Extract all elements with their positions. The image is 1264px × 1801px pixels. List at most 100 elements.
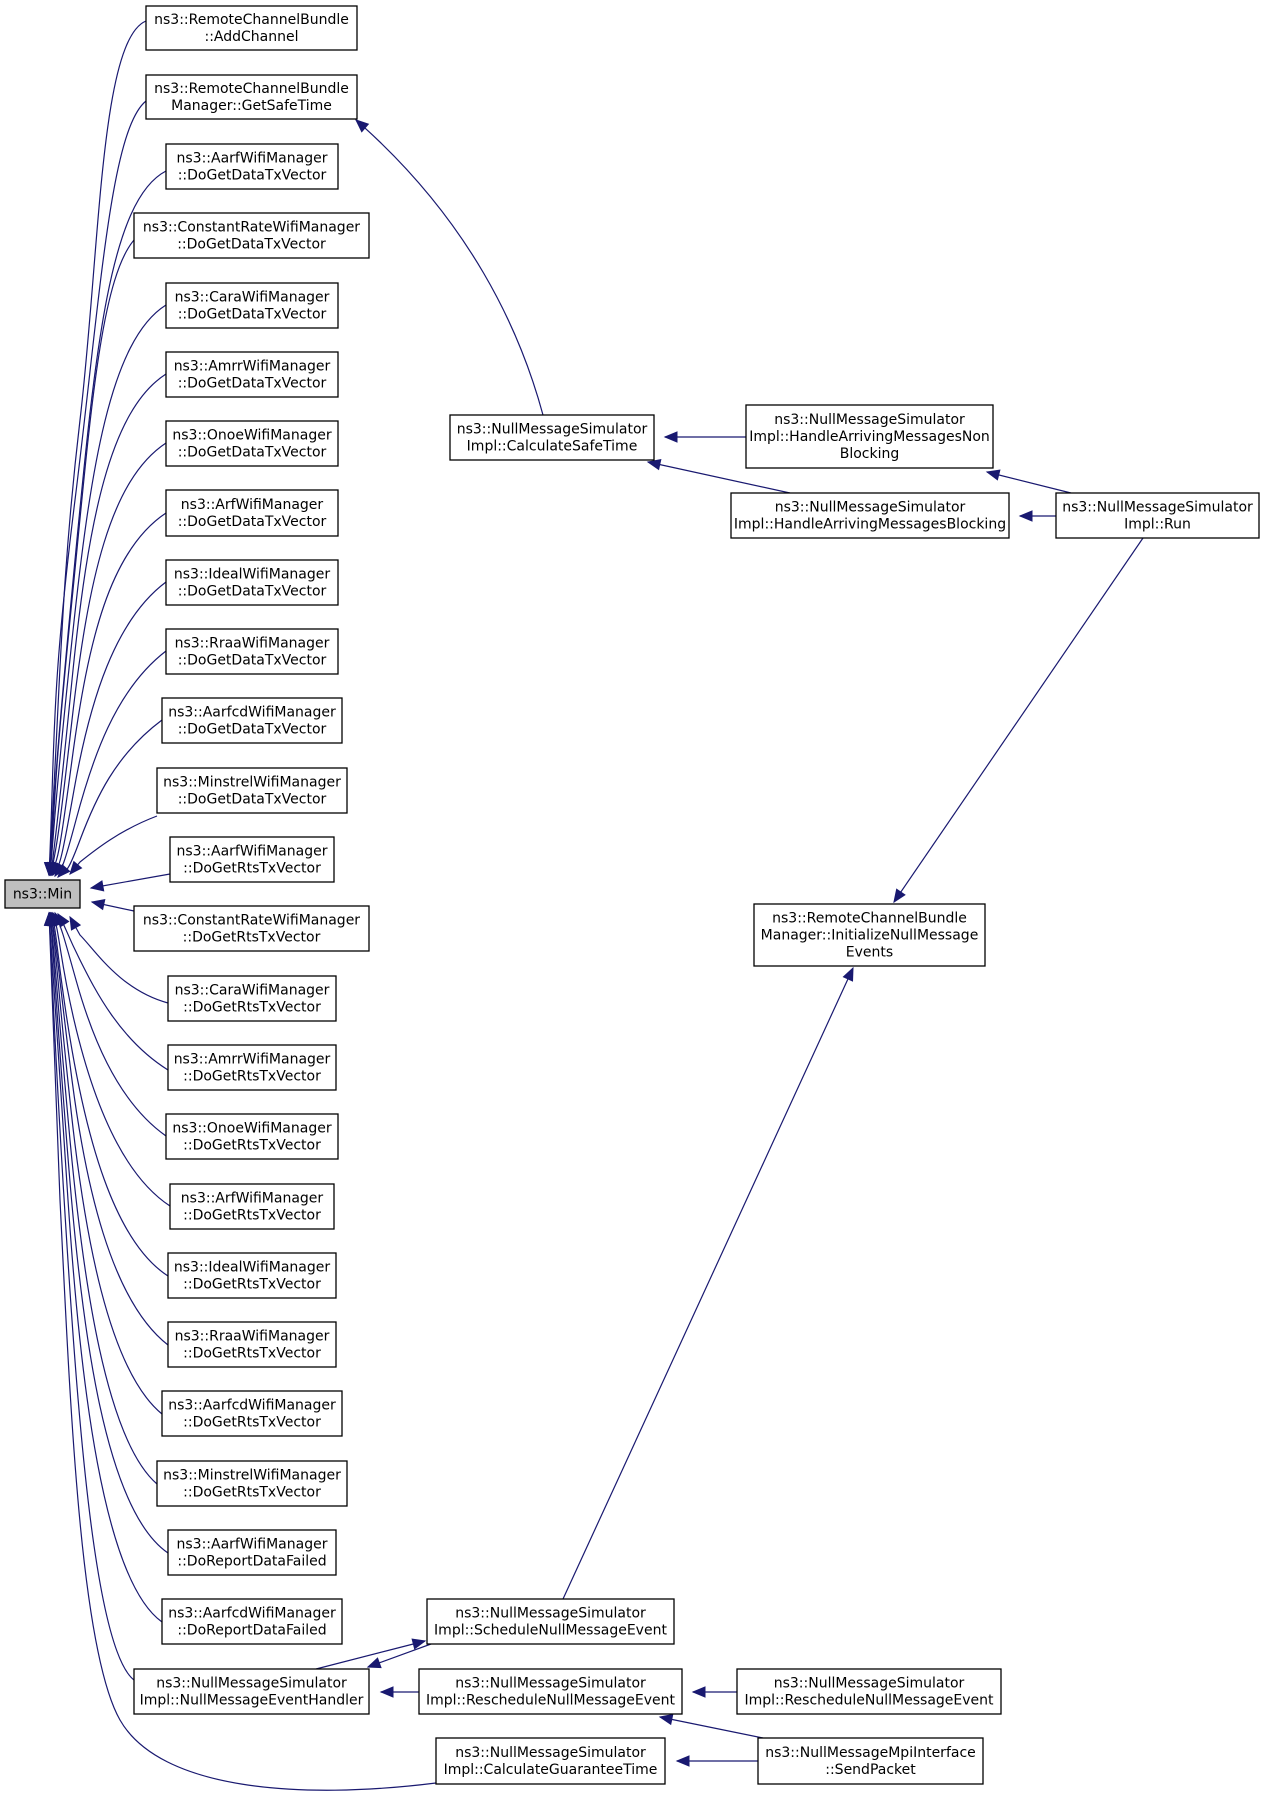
node-handle-nonblocking[interactable]: ns3::NullMessageSimulatorImpl::HandleArr… xyxy=(745,404,994,469)
node-box xyxy=(165,1113,339,1160)
node-label-line: ::DoGetRtsTxVector xyxy=(183,1277,321,1293)
node-box xyxy=(418,1668,683,1715)
node-calc-safe-time[interactable]: ns3::NullMessageSimulatorImpl::Calculate… xyxy=(449,414,655,461)
edge-line xyxy=(57,719,163,878)
node-label-line: ::DoGetRtsTxVector xyxy=(183,930,321,946)
edge-line xyxy=(647,461,791,494)
edge-calc_guarantee-to-min xyxy=(43,911,437,1791)
node-label-line: Blocking xyxy=(840,446,900,462)
node-label-line: ns3::NullMessageSimulator xyxy=(156,1676,347,1692)
node-label-line: ns3::RraaWifiManager xyxy=(175,636,330,652)
edge-aarfcd_report-to-min xyxy=(44,911,163,1623)
edge-send_packet-to-calc_guarantee xyxy=(675,1755,758,1767)
node-box xyxy=(133,905,370,952)
node-minstrel-data[interactable]: ns3::MinstrelWifiManager::DoGetDataTxVec… xyxy=(156,767,348,814)
node-reschedule-nm-right[interactable]: ns3::NullMessageSimulatorImpl::Reschedul… xyxy=(736,1668,1002,1715)
node-label-line: ns3::MinstrelWifiManager xyxy=(163,1468,341,1484)
node-aarfcd-data[interactable]: ns3::AarfcdWifiManager::DoGetDataTxVecto… xyxy=(161,697,343,744)
node-aarf-report[interactable]: ns3::AarfWifiManager::DoReportDataFailed xyxy=(167,1529,337,1576)
node-label-line: Impl::RescheduleNullMessageEvent xyxy=(744,1693,994,1709)
edge-send_packet-to-reschedule_nm xyxy=(658,1713,764,1739)
node-add-channel[interactable]: ns3::RemoteChannelBundle::AddChannel xyxy=(145,5,358,51)
node-onoe-rts[interactable]: ns3::OnoeWifiManager::DoGetRtsTxVector xyxy=(165,1113,339,1160)
node-label-line: ::DoGetDataTxVector xyxy=(178,792,327,808)
node-label-line: ns3::NullMessageSimulator xyxy=(455,1606,646,1622)
node-box xyxy=(426,1598,675,1645)
node-box xyxy=(753,903,986,967)
node-label-line: ::DoGetDataTxVector xyxy=(178,376,327,392)
node-send-packet[interactable]: ns3::NullMessageMpiInterface::SendPacket xyxy=(757,1737,984,1785)
edge-line xyxy=(69,815,158,875)
node-arf-data[interactable]: ns3::ArfWifiManager::DoGetDataTxVector xyxy=(165,489,339,537)
edge-line xyxy=(52,912,171,1207)
edge-schedule_nm-to-init_null_events xyxy=(562,966,854,1600)
edge-line xyxy=(90,873,171,889)
node-box xyxy=(167,1529,337,1576)
node-aarf-data[interactable]: ns3::AarfWifiManager::DoGetDataTxVector xyxy=(165,143,339,190)
node-label-line: ns3::NullMessageSimulator xyxy=(1062,500,1253,516)
edge-minstrel_rts-to-min xyxy=(45,911,158,1485)
node-label-line: ns3::CaraWifiManager xyxy=(175,983,330,999)
node-constrate-rts[interactable]: ns3::ConstantRateWifiManager::DoGetRtsTx… xyxy=(133,905,370,952)
edge-nm_event_handler-to-schedule_nm xyxy=(315,1638,427,1670)
node-reschedule-nm[interactable]: ns3::NullMessageSimulatorImpl::Reschedul… xyxy=(418,1668,683,1715)
node-aarf-rts[interactable]: ns3::AarfWifiManager::DoGetRtsTxVector xyxy=(169,836,335,883)
node-box xyxy=(165,559,339,606)
edge-init_null_events-to-run xyxy=(893,537,1144,904)
arrow-head xyxy=(842,966,854,982)
node-ideal-data[interactable]: ns3::IdealWifiManager::DoGetDataTxVector xyxy=(165,559,339,606)
edge-line xyxy=(355,119,544,416)
node-label-line: Impl::HandleArrivingMessagesNon xyxy=(749,429,990,445)
node-constrate-data[interactable]: ns3::ConstantRateWifiManager::DoGetDataT… xyxy=(133,212,370,259)
edge-reschedule_nm-to-nm_event_handler xyxy=(379,1686,419,1698)
node-amrr-data[interactable]: ns3::AmrrWifiManager::DoGetDataTxVector xyxy=(165,351,339,398)
node-box xyxy=(133,1668,370,1715)
node-label-line: ns3::ArfWifiManager xyxy=(181,497,324,513)
node-arf-rts[interactable]: ns3::ArfWifiManager::DoGetRtsTxVector xyxy=(169,1183,335,1230)
node-get-safe-time[interactable]: ns3::RemoteChannelBundleManager::GetSafe… xyxy=(145,74,358,120)
node-label-line: ns3::AarfWifiManager xyxy=(177,1537,328,1553)
node-label-line: ns3::ConstantRateWifiManager xyxy=(143,220,360,236)
node-label-line: ns3::AmrrWifiManager xyxy=(174,359,331,375)
edge-line xyxy=(50,373,167,876)
node-cara-data[interactable]: ns3::CaraWifiManager::DoGetDataTxVector xyxy=(165,282,339,329)
node-schedule-nm[interactable]: ns3::NullMessageSimulatorImpl::ScheduleN… xyxy=(426,1598,675,1645)
node-label-line: ::DoGetDataTxVector xyxy=(178,584,327,600)
node-label-line: ns3::CaraWifiManager xyxy=(175,290,330,306)
node-nm-event-handler[interactable]: ns3::NullMessageSimulatorImpl::NullMessa… xyxy=(133,1668,370,1715)
node-aarfcd-report[interactable]: ns3::AarfcdWifiManager::DoReportDataFail… xyxy=(161,1598,343,1645)
edge-line xyxy=(48,912,437,1791)
node-label-line: ns3::OnoeWifiManager xyxy=(172,428,331,444)
node-cara-rts[interactable]: ns3::CaraWifiManager::DoGetRtsTxVector xyxy=(167,975,337,1022)
node-amrr-rts[interactable]: ns3::AmrrWifiManager::DoGetRtsTxVector xyxy=(167,1044,337,1091)
edge-handle_nonblocking-to-calc_safe_time xyxy=(663,431,746,443)
arrow-head xyxy=(69,915,82,931)
node-rraa-rts[interactable]: ns3::RraaWifiManager::DoGetRtsTxVector xyxy=(167,1321,337,1368)
edge-constrate_data-to-min xyxy=(45,239,135,877)
node-label-line: ::DoGetDataTxVector xyxy=(178,653,327,669)
node-calc-guarantee[interactable]: ns3::NullMessageSimulatorImpl::Calculate… xyxy=(435,1737,666,1785)
node-box xyxy=(156,767,348,814)
node-label-line: ns3::IdealWifiManager xyxy=(174,1260,330,1276)
edge-line xyxy=(50,912,169,1346)
node-handle-blocking[interactable]: ns3::NullMessageSimulatorImpl::HandleArr… xyxy=(730,492,1010,539)
arrow-head xyxy=(355,119,370,133)
node-box xyxy=(449,414,655,461)
edge-line xyxy=(315,1640,426,1670)
node-label-line: ::DoGetDataTxVector xyxy=(178,445,327,461)
arrow-head xyxy=(89,880,105,892)
node-rraa-data[interactable]: ns3::RraaWifiManager::DoGetDataTxVector xyxy=(165,628,339,675)
arrow-head xyxy=(646,459,662,471)
node-box xyxy=(730,492,1010,539)
node-init-null-events[interactable]: ns3::RemoteChannelBundleManager::Initial… xyxy=(753,903,986,967)
node-box xyxy=(167,1044,337,1091)
arrow-head xyxy=(366,1657,382,1669)
node-onoe-data[interactable]: ns3::OnoeWifiManager::DoGetDataTxVector xyxy=(165,420,339,467)
node-minstrel-rts[interactable]: ns3::MinstrelWifiManager::DoGetRtsTxVect… xyxy=(156,1460,348,1507)
node-label-line: ::DoGetRtsTxVector xyxy=(183,1000,321,1016)
node-label-line: Impl::HandleArrivingMessagesBlocking xyxy=(734,517,1006,533)
node-aarfcd-rts[interactable]: ns3::AarfcdWifiManager::DoGetRtsTxVector xyxy=(161,1390,343,1437)
edge-line xyxy=(49,239,135,876)
node-ideal-rts[interactable]: ns3::IdealWifiManager::DoGetRtsTxVector xyxy=(167,1252,337,1299)
